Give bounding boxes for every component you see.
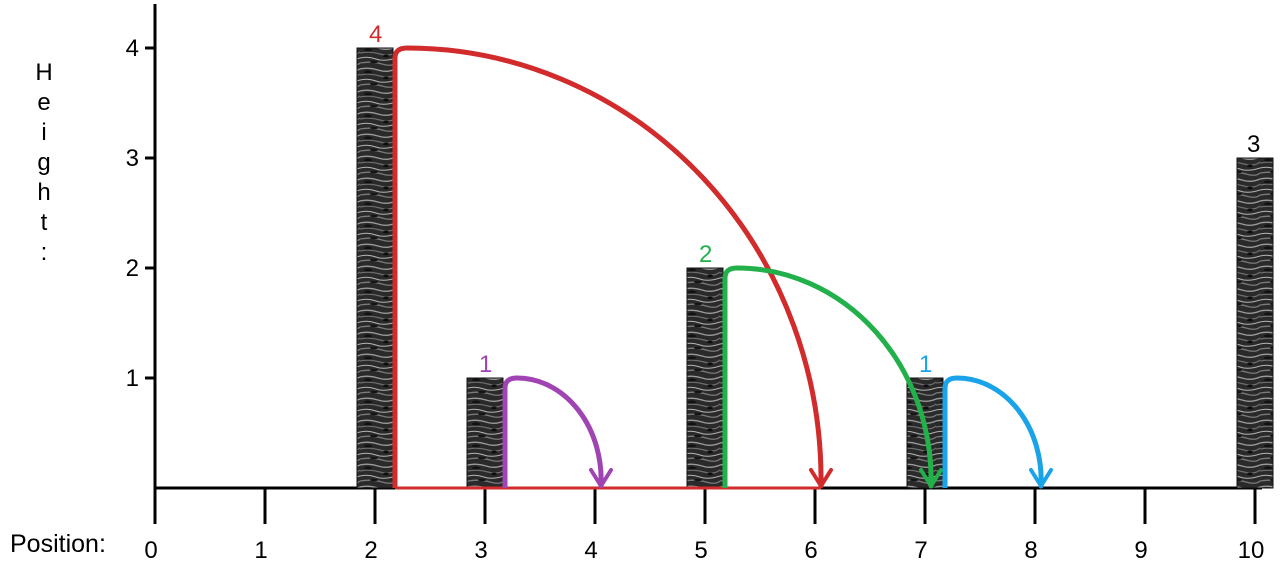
y-tick-label: 2 (126, 255, 139, 282)
jump-label: 4 (369, 21, 382, 48)
x-tick-label: 10 (1238, 537, 1265, 564)
jump-arrowhead (919, 468, 943, 488)
y-tick-label: 3 (126, 145, 139, 172)
x-tick-label: 7 (914, 537, 927, 564)
jump-curve (502, 375, 604, 489)
x-tick-label: 8 (1024, 537, 1037, 564)
x-tick-label: 5 (694, 537, 707, 564)
y-label-char: e (37, 89, 50, 116)
x-tick-label: 6 (804, 537, 817, 564)
jump-curve (392, 45, 824, 489)
jump-arc: 1 (919, 351, 1053, 489)
y-ticks: 1 2 3 4 (126, 35, 155, 392)
y-label-char: g (37, 149, 50, 176)
y-label-char: h (37, 179, 50, 206)
jump-arc: 1 (479, 351, 613, 489)
end-block-label: 3 (1247, 131, 1260, 158)
y-label-char: i (41, 119, 46, 146)
x-tick-label: 3 (474, 537, 487, 564)
jump-label: 1 (919, 351, 932, 378)
jump-curve (942, 375, 1044, 489)
y-tick-label: 4 (126, 35, 139, 62)
block (1236, 157, 1274, 489)
x-tick-label: 1 (254, 537, 267, 564)
x-ticks: 0 1 2 3 4 5 6 7 8 9 10 (144, 488, 1264, 564)
jump-arrowhead (1029, 468, 1053, 488)
block (466, 377, 504, 489)
jump-arc: 4 (369, 21, 833, 490)
jump-label: 1 (479, 351, 492, 378)
y-tick-label: 1 (126, 365, 139, 392)
x-tick-label: 2 (364, 537, 377, 564)
jump-arc: 2 (699, 241, 943, 489)
jumps: 4 1 2 1 (369, 21, 1053, 490)
jump-arrowhead (589, 468, 613, 488)
block (686, 267, 724, 489)
jump-curve (722, 265, 934, 489)
block (356, 47, 394, 489)
y-label-char: : (41, 239, 48, 266)
y-label-char: H (35, 59, 52, 86)
jump-arrowhead (809, 468, 833, 488)
x-tick-label: 4 (584, 537, 597, 564)
x-axis-label: Position: (10, 530, 106, 558)
jump-label: 2 (699, 241, 712, 268)
y-label-char: t (41, 209, 48, 236)
x-tick-label: 9 (1134, 537, 1147, 564)
x-tick-label: 0 (144, 537, 157, 564)
